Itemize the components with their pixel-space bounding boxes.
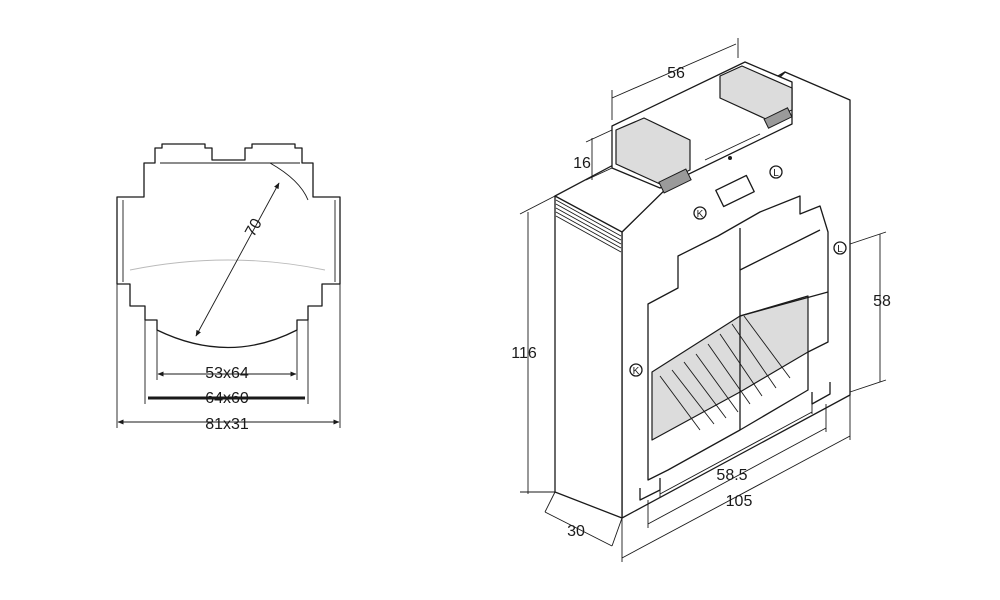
dim-depth: 30	[567, 523, 585, 540]
dim-aperture-diameter: 70	[242, 216, 266, 240]
mark-side-k: K	[633, 366, 640, 377]
lamination-lines	[555, 199, 622, 253]
dim-window-width: 58.5	[716, 467, 747, 484]
dim-total-height: 116	[511, 345, 537, 362]
window-hatching	[659, 315, 791, 431]
mark-side-l: L	[837, 244, 843, 255]
dim-base-width: 105	[726, 493, 753, 510]
front-view: 70 53x64 64x60 81x31	[116, 143, 341, 433]
dim-top-height: 16	[573, 155, 591, 172]
dim-window-height: 58	[873, 293, 891, 310]
dim-inner-window: 53x64	[205, 365, 249, 382]
dim-top-width: 56	[667, 65, 685, 82]
dim-overall-width: 81x31	[205, 416, 249, 433]
front-outline	[116, 143, 341, 349]
mark-top-l: L	[773, 168, 779, 179]
dim-middle-window: 64x60	[205, 390, 249, 407]
iso-view: K L K L 56 16 116 58 58.5	[511, 38, 891, 562]
mark-top-k: K	[697, 209, 704, 220]
